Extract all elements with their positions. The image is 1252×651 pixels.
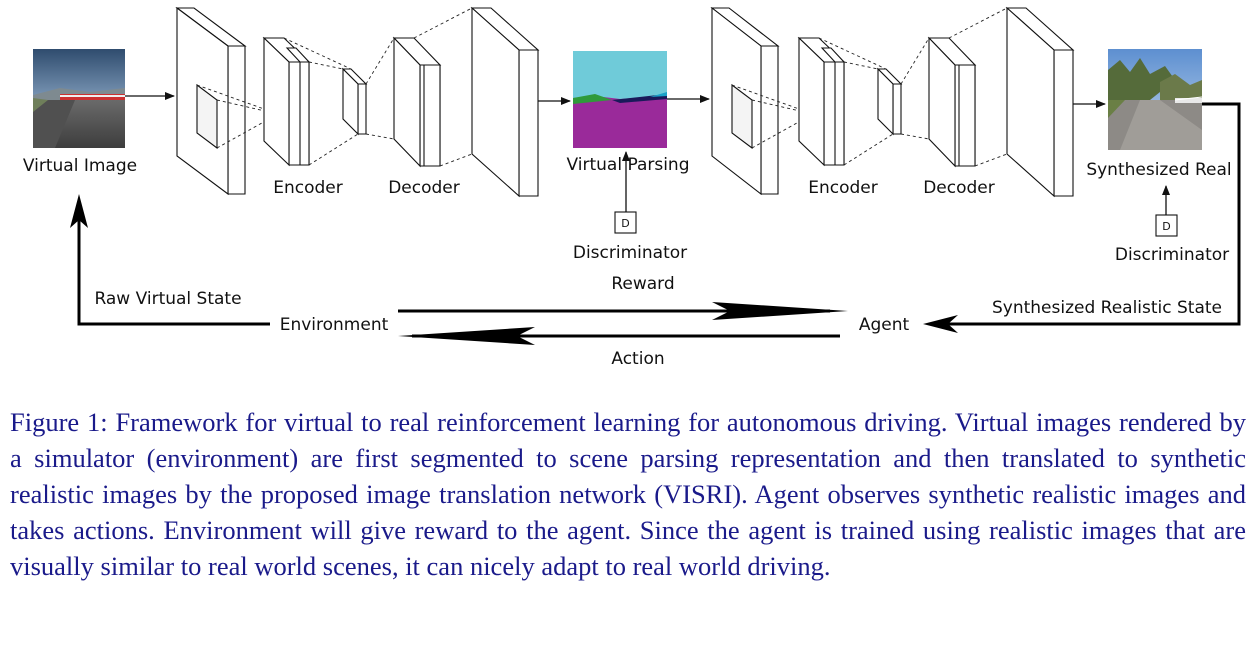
environment-label: Environment — [280, 315, 389, 335]
encoder-2-label: Encoder — [808, 178, 878, 198]
discriminator-2-label: Discriminator — [1115, 245, 1229, 265]
synthesized-real-thumbnail — [1108, 49, 1203, 150]
synthesized-state-arrowhead — [923, 315, 958, 333]
reward-arrowhead — [712, 302, 848, 320]
generator-network-1 — [175, 6, 540, 198]
virtual-parsing-label: Virtual Parsing — [567, 155, 690, 175]
raw-virtual-state-arrowhead — [70, 194, 88, 228]
virtual-image-label: Virtual Image — [23, 156, 137, 176]
generator-network-2 — [710, 6, 1075, 198]
discriminator-1-label: Discriminator — [573, 243, 687, 263]
synthesized-state-path — [945, 102, 1241, 326]
virtual-parsing-thumbnail — [573, 51, 667, 148]
action-label: Action — [611, 349, 664, 369]
reward-label: Reward — [611, 274, 674, 294]
virtual-image-thumbnail — [33, 49, 125, 148]
decoder-1-label: Decoder — [388, 178, 460, 198]
discriminator-2-box — [1155, 214, 1178, 237]
framework-diagram: Virtual Image — [23, 6, 1241, 369]
decoder-2-label: Decoder — [923, 178, 995, 198]
action-arrowhead — [398, 327, 535, 345]
raw-virtual-state-path — [77, 215, 270, 326]
figure-caption: Figure 1: Framework for virtual to real … — [10, 407, 1246, 581]
raw-virtual-state-label: Raw Virtual State — [94, 289, 241, 309]
synthesized-realistic-state-label: Synthesized Realistic State — [992, 298, 1222, 318]
discriminator-1-box — [614, 211, 637, 234]
discriminator-1-symbol: D — [621, 217, 629, 230]
synthesized-real-label: Synthesized Real — [1086, 160, 1231, 180]
agent-label: Agent — [859, 315, 910, 335]
discriminator-2-symbol: D — [1162, 220, 1170, 233]
encoder-1-label: Encoder — [273, 178, 343, 198]
